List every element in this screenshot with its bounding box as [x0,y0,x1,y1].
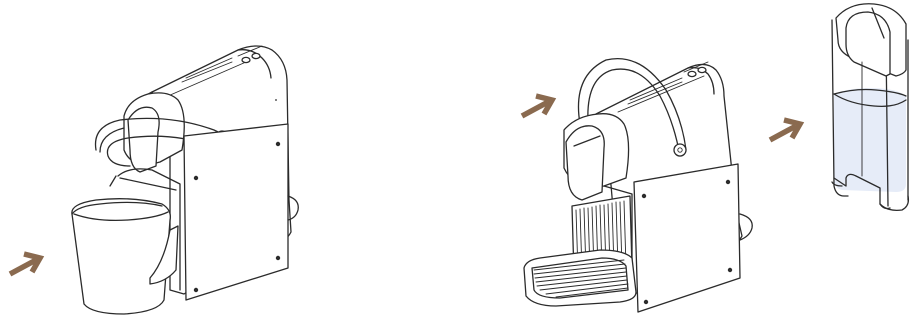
water-tank [832,4,908,211]
arrow-cup [10,254,40,274]
arrow-machine [522,96,552,116]
machine-with-cup [72,46,298,314]
arrow-tank [770,120,800,140]
machine-with-drip-tray [524,59,752,312]
